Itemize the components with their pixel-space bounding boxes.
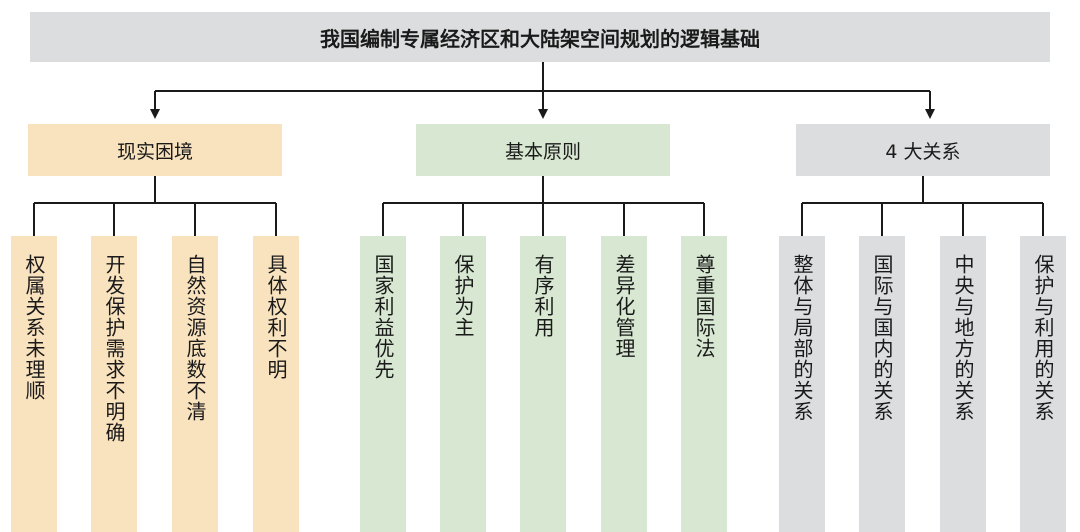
group-label: 现实困境 [116,140,193,163]
leaf-box: 差异化管理 [601,236,647,532]
leaf-text: 国际与国内的关系 [870,254,894,422]
leaf-box: 国际与国内的关系 [859,236,905,532]
leaf-box: 尊重国际法 [681,236,727,532]
diagram-title: 我国编制专属经济区和大陆架空间规划的逻辑基础 [30,12,1050,62]
leaf-box: 整体与局部的关系 [779,236,825,532]
leaf-text: 有序利用 [531,254,555,338]
leaf-text: 国家利益优先 [371,254,395,380]
leaf-text: 保护为主 [451,254,475,338]
leaf-box: 保护与利用的关系 [1020,236,1066,532]
leaf-box: 国家利益优先 [360,236,406,532]
leaf-text: 中央与地方的关系 [951,254,975,422]
group-label: 4 大关系 [885,140,961,163]
leaf-text: 权属关系未理顺 [22,254,46,401]
leaf-text: 保护与利用的关系 [1031,254,1055,422]
leaf-box: 自然资源底数不清 [172,236,218,532]
leaf-text: 差异化管理 [612,254,636,359]
group-box-relations: 4 大关系 [796,124,1050,176]
leaf-box: 中央与地方的关系 [940,236,986,532]
group-label: 基本原则 [504,140,581,163]
group-box-reality: 现实困境 [28,124,282,176]
leaf-box: 具体权利不明 [253,236,299,532]
group-box-principles: 基本原则 [416,124,670,176]
leaf-text: 具体权利不明 [264,254,288,380]
leaf-box: 有序利用 [520,236,566,532]
leaf-box: 开发保护需求不明确 [91,236,137,532]
leaf-box: 权属关系未理顺 [11,236,57,532]
leaf-text: 整体与局部的关系 [790,254,814,422]
leaf-text: 自然资源底数不清 [183,254,207,422]
leaf-box: 保护为主 [440,236,486,532]
leaf-text: 开发保护需求不明确 [102,254,126,443]
leaf-text: 尊重国际法 [692,254,716,359]
